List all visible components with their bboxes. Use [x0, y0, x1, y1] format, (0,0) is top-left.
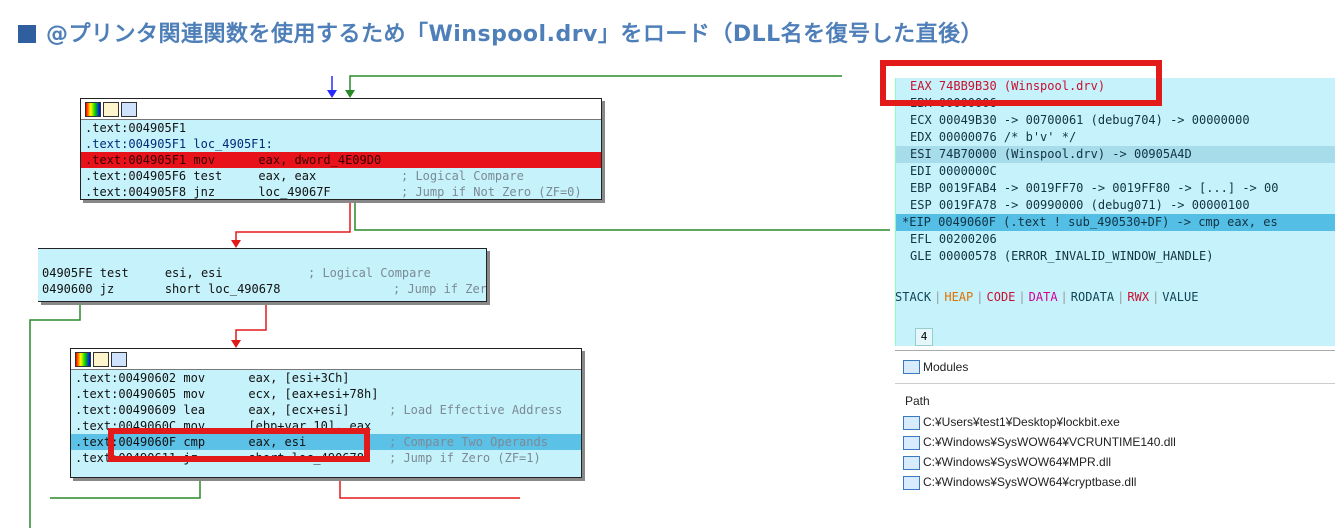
asm-text: .text:004905F6 test eax, eax [85, 169, 317, 183]
module-path: C:¥Windows¥SysWOW64¥cryptbase.dll [923, 475, 1137, 489]
asm-comment: ; Logical Compare [308, 266, 431, 280]
block-toolbar [71, 349, 581, 370]
asm-text: 0490600 jz short loc_490678 [42, 282, 281, 296]
modules-header: Modules [895, 351, 1335, 384]
register-edi[interactable]: EDI 0000000C [910, 164, 997, 178]
path-column-header[interactable]: Path [905, 394, 930, 408]
highlight-box-eax [880, 60, 1162, 106]
asm-comment: ; Jump if Not Zero (ZF=0) [401, 185, 582, 199]
module-row[interactable]: C:¥Windows¥SysWOW64¥cryptbase.dll [895, 472, 1335, 492]
registers-panel[interactable]: EAX 74BB9B30 (Winspool.drv) EBX 00000006… [895, 78, 1335, 346]
rename-icon[interactable] [103, 102, 119, 117]
asm-line[interactable]: .text:004905F6 test eax, eax ; Logical Co… [81, 168, 601, 184]
asm-comment: ; Compare Two Operands [389, 435, 548, 449]
module-path: C:¥Windows¥SysWOW64¥VCRUNTIME140.dll [923, 435, 1176, 449]
module-path: C:¥Users¥test1¥Desktop¥lockbit.exe [923, 415, 1120, 429]
register-efl[interactable]: EFL 00200206 [910, 232, 997, 246]
legend-rodata[interactable]: RODATA [1070, 290, 1115, 304]
ida-graph-view[interactable]: .text:004905F1 .text:004905F1 loc_4905F1… [0, 70, 890, 528]
asm-line-current[interactable]: .text:0049060F cmp eax, esi ; Compare Two… [71, 434, 581, 450]
asm-label-line[interactable]: .text:004905F1 loc_4905F1: [85, 137, 273, 151]
asm-text: .text:004905F8 jnz loc_49067F [85, 185, 331, 199]
page-number: 4 [915, 328, 933, 346]
legend-stack[interactable]: STACK [895, 290, 932, 304]
rename-icon[interactable] [93, 352, 109, 367]
asm-line[interactable]: 0490600 jz short loc_490678 ; Jump if Zer… [38, 281, 486, 297]
module-icon [903, 416, 920, 430]
graph-overview-icon[interactable] [121, 102, 137, 117]
module-row[interactable]: C:¥Windows¥SysWOW64¥VCRUNTIME140.dll [895, 432, 1335, 452]
highlight-box-cmp [108, 428, 370, 462]
asm-line[interactable]: .text:004905F1 [85, 121, 187, 135]
square-bullet-icon [18, 25, 36, 43]
asm-comment: ; Logical Compare [401, 169, 524, 183]
asm-comment: ; Load Effective Address [389, 403, 563, 417]
slide-heading: @プリンタ関連関数を使用するため「Winspool.drv」をロード（DLL名を… [18, 16, 983, 48]
code-block-loc_4905F1[interactable]: .text:004905F1 .text:004905F1 loc_4905F1… [80, 98, 602, 200]
modules-icon [903, 360, 920, 374]
code-block-test-esi[interactable]: 04905FE test esi, esi ; Logical Compare 0… [38, 248, 487, 302]
asm-line-current[interactable]: .text:004905F1 mov eax, dword_4E09D0 [81, 152, 601, 168]
graph-overview-icon[interactable] [111, 352, 127, 367]
modules-panel[interactable]: Modules Path C:¥Users¥test1¥Desktop¥lock… [895, 350, 1335, 511]
asm-text: .text:0049060F cmp eax, esi [75, 435, 307, 449]
block-toolbar [38, 249, 486, 265]
color-palette-icon[interactable] [85, 102, 101, 117]
asm-text: 04905FE test esi, esi [42, 266, 223, 280]
legend-heap[interactable]: HEAP [944, 290, 974, 304]
register-ecx[interactable]: ECX 00049B30 -> 00700061 (debug704) -> 0… [910, 113, 1250, 127]
graph-edges [29, 75, 890, 528]
legend-value[interactable]: VALUE [1162, 290, 1199, 304]
module-row[interactable]: C:¥Windows¥SysWOW64¥MPR.dll [895, 452, 1335, 472]
register-ebp[interactable]: EBP 0019FAB4 -> 0019FF70 -> 0019FF80 -> … [910, 181, 1279, 195]
register-value: EAX 74BB9B30 (Winspool.drv) [910, 79, 1106, 93]
asm-comment: ; Jump if Zero (ZF=1) [393, 282, 486, 296]
asm-line[interactable]: .text:00490602 mov eax, [esi+3Ch] [75, 371, 350, 385]
asm-line[interactable]: 04905FE test esi, esi ; Logical Compare [38, 265, 486, 281]
module-icon [903, 476, 920, 490]
register-esi[interactable]: ESI 74B70000 (Winspool.drv) -> 00905A4D [896, 146, 1335, 163]
module-icon [903, 456, 920, 470]
asm-line[interactable]: .text:00490605 mov ecx, [eax+esi+78h] [75, 387, 379, 401]
asm-text: .text:00490609 lea eax, [ecx+esi] [75, 403, 350, 417]
module-row[interactable]: C:¥Users¥test1¥Desktop¥lockbit.exe [895, 412, 1335, 432]
asm-line[interactable]: .text:004905F8 jnz loc_49067F ; Jump if N… [81, 184, 601, 200]
register-esp[interactable]: ESP 0019FA78 -> 00990000 (debug071) -> 0… [910, 198, 1250, 212]
memory-type-legend: STACK|HEAP|CODE|DATA|RODATA|RWX|VALUE [895, 290, 1199, 304]
register-eax[interactable]: EAX 74BB9B30 (Winspool.drv) [896, 78, 1335, 95]
module-path: C:¥Windows¥SysWOW64¥MPR.dll [923, 455, 1112, 469]
color-palette-icon[interactable] [75, 352, 91, 367]
asm-comment: ; Jump if Zero (ZF=1) [389, 451, 541, 465]
heading-text: @プリンタ関連関数を使用するため「Winspool.drv」をロード（DLL名を… [46, 22, 984, 47]
legend-data[interactable]: DATA [1028, 290, 1058, 304]
register-eip[interactable]: *EIP 0049060F (.text ! sub_490530+DF) ->… [896, 214, 1335, 231]
register-gle[interactable]: GLE 00000578 (ERROR_INVALID_WINDOW_HANDL… [910, 249, 1214, 263]
asm-line[interactable]: .text:00490609 lea eax, [ecx+esi] ; Load … [71, 402, 581, 418]
module-icon [903, 436, 920, 450]
block-toolbar [81, 99, 601, 120]
legend-code[interactable]: CODE [986, 290, 1016, 304]
register-edx[interactable]: EDX 00000076 /* b'v' */ [910, 130, 1077, 144]
legend-rwx[interactable]: RWX [1127, 290, 1150, 304]
modules-title: Modules [923, 360, 969, 374]
